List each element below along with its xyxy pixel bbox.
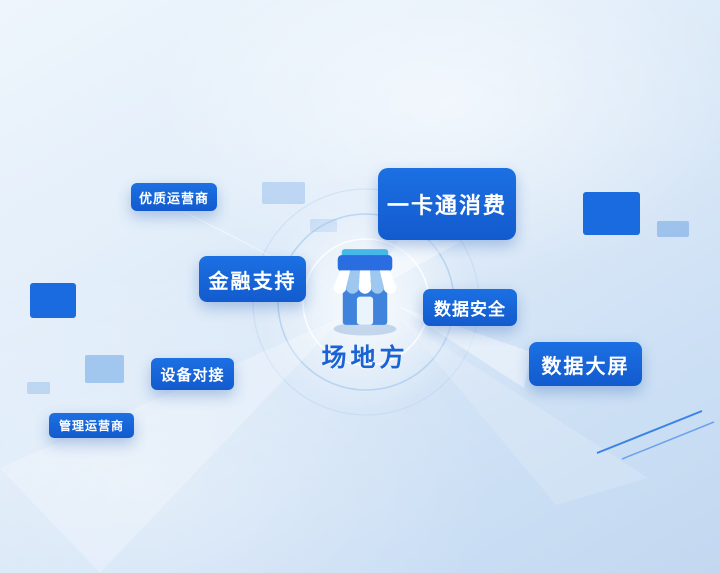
- center-hub: 场地方: [300, 240, 430, 374]
- decor-rectangle: [27, 382, 50, 394]
- decor-rectangle: [85, 355, 124, 383]
- node-data-screen: 数据大屏: [529, 342, 642, 386]
- decor-rectangle: [583, 192, 640, 235]
- node-financial-support: 金融支持: [199, 256, 306, 302]
- beam-lower-left: [0, 316, 344, 573]
- decor-rectangle: [657, 221, 689, 237]
- node-quality-operator: 优质运营商: [131, 183, 217, 211]
- node-device-docking: 设备对接: [151, 358, 234, 390]
- storefront-icon: [333, 249, 397, 336]
- decor-rectangle: [262, 182, 305, 204]
- awning: [333, 270, 397, 294]
- decor-rectangle: [310, 219, 337, 232]
- accent-line: [596, 410, 703, 454]
- accent-line: [621, 421, 715, 460]
- node-data-security: 数据安全: [423, 289, 517, 326]
- center-label: 场地方: [321, 344, 409, 372]
- decor-rectangle: [30, 283, 76, 318]
- node-management-operator: 管理运营商: [49, 413, 134, 438]
- node-card-consumption: 一卡通消费: [378, 168, 516, 240]
